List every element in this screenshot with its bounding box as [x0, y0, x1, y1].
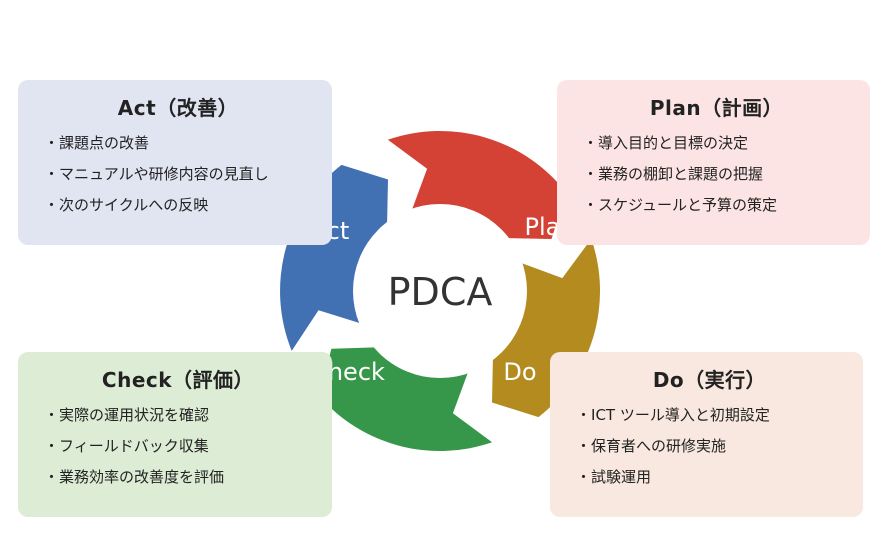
- act-box-title: Act（改善）: [117, 96, 239, 120]
- plan-box-title: Plan（計画）: [649, 96, 784, 120]
- do-box: Do（実行） ICT ツール導入と初期設定 保育者への研修実施 試験運用: [550, 352, 863, 517]
- center-label: PDCA: [388, 270, 493, 314]
- check-box-item: 実際の運用状況を確認: [44, 407, 312, 423]
- do-box-title: Do（実行）: [652, 368, 767, 392]
- do-box-item: 保育者への研修実施: [576, 438, 843, 454]
- do-box-item: 試験運用: [576, 469, 843, 485]
- center-circle: [353, 204, 527, 378]
- act-box-item: 課題点の改善: [44, 135, 312, 151]
- plan-arrow-segment: [387, 130, 567, 239]
- do-box-list: ICT ツール導入と初期設定 保育者への研修実施 試験運用: [576, 407, 843, 485]
- check-box-list: 実際の運用状況を確認 フィールドバック収集 業務効率の改善度を評価: [44, 407, 312, 485]
- check-box: Check（評価） 実際の運用状況を確認 フィールドバック収集 業務効率の改善度…: [18, 352, 332, 517]
- plan-box: Plan（計画） 導入目的と目標の決定 業務の棚卸と課題の把握 スケジュールと予…: [557, 80, 870, 245]
- plan-box-item: スケジュールと予算の策定: [583, 197, 850, 213]
- act-box-item: マニュアルや研修内容の見直し: [44, 166, 312, 182]
- act-box-item: 次のサイクルへの反映: [44, 197, 312, 213]
- check-box-item: 業務効率の改善度を評価: [44, 469, 312, 485]
- check-arrow-segment: [319, 347, 493, 452]
- do-segment-label: Do: [503, 358, 536, 386]
- plan-box-item: 導入目的と目標の決定: [583, 135, 850, 151]
- plan-box-list: 導入目的と目標の決定 業務の棚卸と課題の把握 スケジュールと予算の策定: [583, 135, 850, 213]
- act-box: Act（改善） 課題点の改善 マニュアルや研修内容の見直し 次のサイクルへの反映: [18, 80, 332, 245]
- plan-box-item: 業務の棚卸と課題の把握: [583, 166, 850, 182]
- check-box-title: Check（評価）: [101, 368, 255, 392]
- do-box-item: ICT ツール導入と初期設定: [576, 407, 843, 423]
- check-box-item: フィールドバック収集: [44, 438, 312, 454]
- act-box-list: 課題点の改善 マニュアルや研修内容の見直し 次のサイクルへの反映: [44, 135, 312, 213]
